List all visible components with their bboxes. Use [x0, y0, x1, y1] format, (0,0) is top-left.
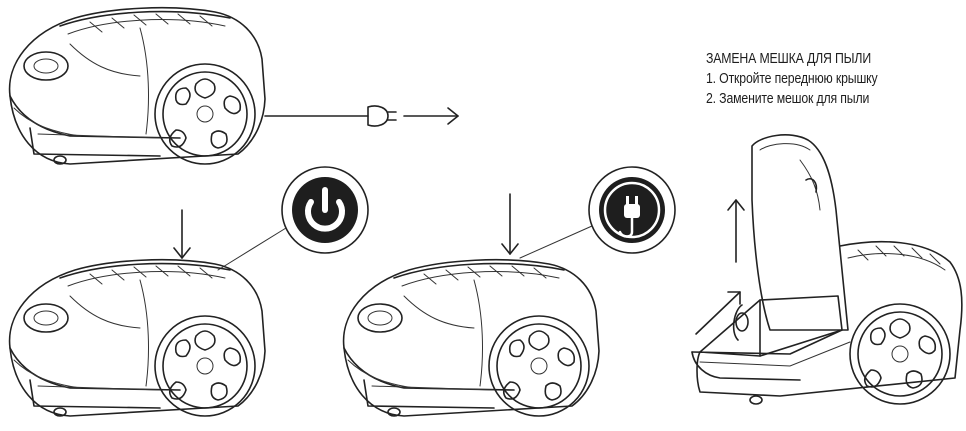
plug-icon: [599, 177, 665, 243]
cord-plug-icon: [360, 104, 361, 105]
arrow-down-icon: [174, 210, 190, 258]
vacuum-with-cord: [10, 8, 265, 164]
arrow-down-icon-2: [502, 194, 518, 254]
instructions-step-1: 1. Откройте переднюю крышку: [706, 69, 911, 89]
power-icon: [292, 177, 358, 243]
arrow-up-icon: [728, 200, 744, 262]
vacuum-lid-open: [692, 135, 962, 404]
instructions-step-2: 2. Замените мешок для пыли: [706, 89, 911, 109]
cord-rewind-callout: [520, 167, 675, 258]
power-button-callout: [218, 167, 368, 270]
instructions-block: ЗАМЕНА МЕШКА ДЛЯ ПЫЛИ 1. Откройте передн…: [706, 49, 911, 109]
vacuum-power-button: [10, 260, 265, 416]
arrow-right-icon: [404, 108, 458, 124]
instructions-title: ЗАМЕНА МЕШКА ДЛЯ ПЫЛИ: [706, 49, 911, 69]
power-cord: [265, 106, 396, 126]
vacuum-cord-button: [344, 260, 599, 416]
